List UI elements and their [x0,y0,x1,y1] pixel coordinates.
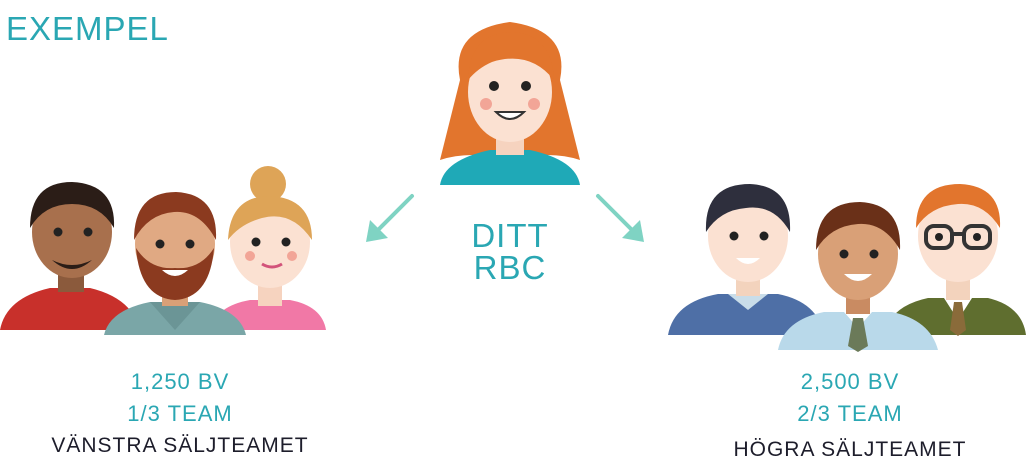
right-team-share: 2/3 TEAM [797,401,903,426]
right-team-avatars [668,184,1026,352]
glasses-man-avatar-icon [884,184,1026,336]
woman-avatar-icon [210,166,326,330]
left-team-share: 1/3 TEAM [127,401,233,426]
center-label-line2: RBC [473,249,547,286]
center-label: DITT RBC [440,217,580,286]
bearded-man-avatar-icon [104,192,246,335]
arrow-down-left-icon [366,194,414,242]
left-team-bv: 1,250 BV [130,369,230,394]
man-avatar-icon [778,202,938,352]
arrow-down-right-icon [596,194,644,242]
left-team-avatars [0,166,326,335]
center-woman-avatar-icon [440,22,580,185]
man-avatar-icon [668,184,824,335]
center-label-line1: DITT [471,217,549,254]
right-team-name: HÖGRA SÄLJTEAMET [733,438,967,461]
page-title: EXEMPEL [6,10,169,47]
man-avatar-icon [0,182,140,330]
right-team-bv: 2,500 BV [800,369,900,394]
left-team-name: VÄNSTRA SÄLJTEAMET [51,434,309,457]
